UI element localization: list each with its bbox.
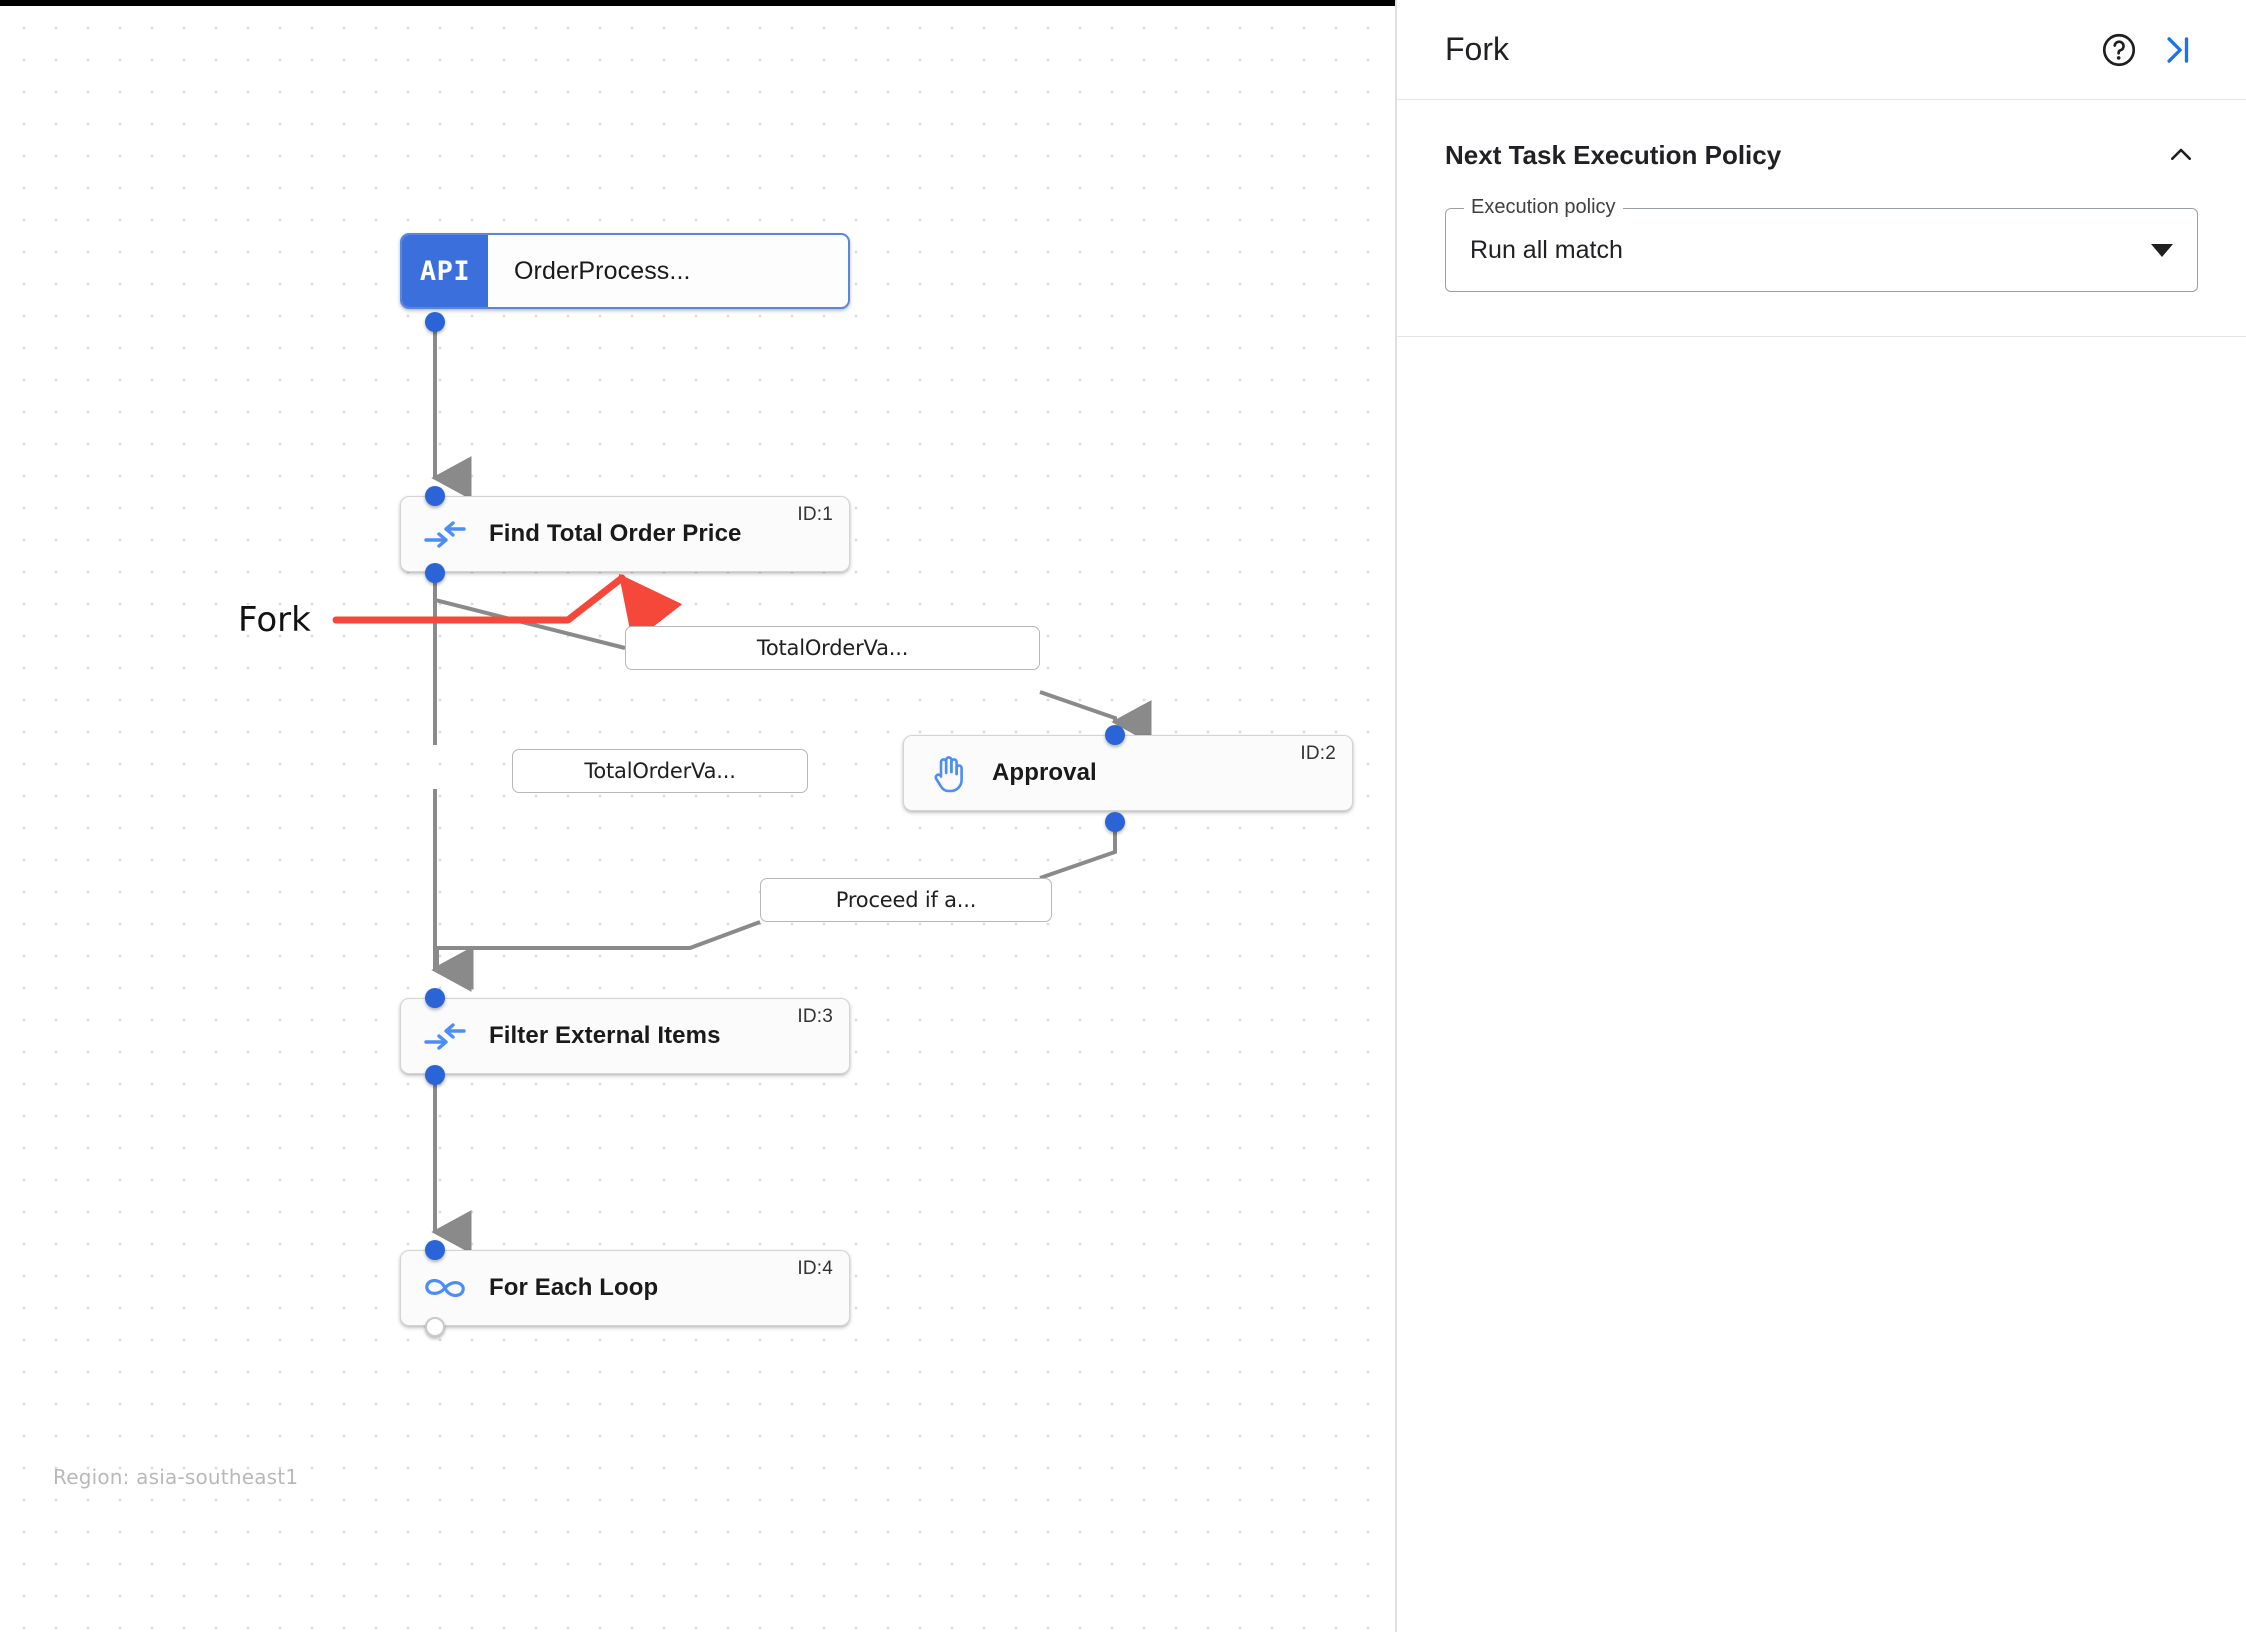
section-next-task-execution-policy: Next Task Execution Policy Execution pol…: [1397, 100, 2246, 337]
node-for-each-loop[interactable]: For Each Loop ID:4: [400, 1250, 850, 1326]
raised-hand-icon: [904, 753, 992, 793]
region-note: Region: asia-southeast1: [53, 1465, 299, 1489]
section-title: Next Task Execution Policy: [1445, 139, 1782, 170]
top-black-strip: [0, 0, 1395, 6]
execution-policy-label: Execution policy: [1464, 196, 1623, 219]
execution-policy-value: Run all match: [1470, 235, 1623, 264]
workflow-canvas[interactable]: Fork API OrderProcess... Fin: [0, 0, 1397, 1632]
port-foreach-out[interactable]: [425, 1317, 445, 1337]
node-title: For Each Loop: [489, 1274, 659, 1301]
edge-label-fork-to-approval[interactable]: TotalOrderVa...: [625, 626, 1040, 670]
node-orderprocess[interactable]: API OrderProcess...: [400, 233, 850, 309]
collapse-panel-icon[interactable]: [2154, 27, 2200, 73]
converge-arrows-icon: [401, 519, 489, 549]
node-title: OrderProcess...: [514, 256, 691, 285]
port-approval-out[interactable]: [1105, 812, 1125, 832]
converge-arrows-icon: [401, 1021, 489, 1051]
chevron-up-icon[interactable]: [2164, 138, 2198, 172]
fork-annotation-label: Fork: [238, 600, 311, 640]
port-approval-in[interactable]: [1105, 725, 1125, 745]
panel-title: Fork: [1445, 31, 1509, 67]
port-filter-in[interactable]: [425, 988, 445, 1008]
section-header[interactable]: Next Task Execution Policy: [1445, 138, 2198, 172]
properties-panel: Fork Next Task Execution Policy: [1397, 0, 2246, 1632]
infinity-loop-icon: [401, 1275, 489, 1301]
port-find-total-out-fork[interactable]: [425, 563, 445, 583]
node-id-tag: ID:1: [797, 504, 833, 525]
panel-header: Fork: [1397, 0, 2246, 100]
edge-label-approval-to-filter[interactable]: Proceed if a...: [760, 878, 1052, 922]
node-approval[interactable]: Approval ID:2: [903, 735, 1353, 811]
node-id-tag: ID:4: [797, 1258, 833, 1279]
api-badge-label: API: [419, 255, 471, 287]
execution-policy-select[interactable]: Execution policy Run all match: [1445, 196, 2198, 292]
node-id-tag: ID:3: [797, 1006, 833, 1027]
node-filter-external-items[interactable]: Filter External Items ID:3: [400, 998, 850, 1074]
edge-label-fork-to-filter[interactable]: TotalOrderVa...: [512, 749, 808, 793]
node-id-tag: ID:2: [1300, 743, 1336, 764]
node-title: Find Total Order Price: [489, 520, 742, 547]
node-find-total-order-price[interactable]: Find Total Order Price ID:1: [400, 496, 850, 572]
port-filter-out[interactable]: [425, 1065, 445, 1085]
node-title: Approval: [992, 759, 1097, 786]
port-orderprocess-out[interactable]: [425, 312, 445, 332]
node-title: Filter External Items: [489, 1022, 721, 1049]
port-foreach-in[interactable]: [425, 1240, 445, 1260]
api-badge-icon: API: [402, 235, 488, 307]
dropdown-caret-icon[interactable]: [2151, 243, 2173, 257]
help-circle-icon[interactable]: [2096, 27, 2142, 73]
port-find-total-in[interactable]: [425, 486, 445, 506]
